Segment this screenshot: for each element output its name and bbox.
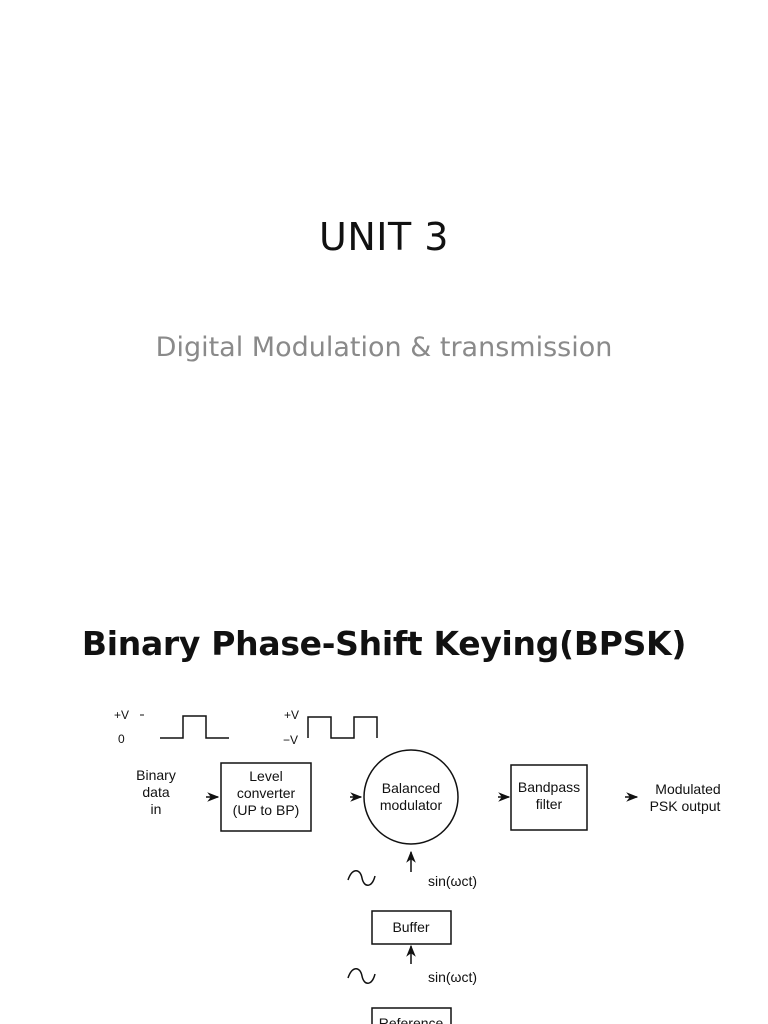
slide-bpsk: Binary Phase-Shift Keying(BPSK) +V 0 +V …	[0, 576, 768, 1024]
svg-text:PSK output: PSK output	[650, 798, 721, 814]
level-converter-block: Level converter (UP to BP)	[220, 762, 312, 832]
svg-text:Buffer: Buffer	[392, 919, 429, 935]
bipolar-pulse	[307, 716, 378, 739]
binary-data-in-label: Binary data in	[136, 767, 176, 817]
slide-subtitle: Digital Modulation & transmission	[155, 332, 613, 363]
svg-text:data: data	[142, 784, 169, 800]
svg-text:(UP to BP): (UP to BP)	[233, 802, 300, 818]
svg-text:Binary: Binary	[136, 767, 176, 783]
svg-text:filter: filter	[536, 796, 563, 812]
bpsk-block-diagram: +V 0 +V −V Binary data in Level converte…	[114, 708, 721, 1024]
buffer-block: Buffer	[371, 910, 452, 945]
sine-wave-icon	[347, 968, 376, 984]
bipolar-high-label: +V	[284, 708, 299, 722]
unipolar-waveform: +V 0	[114, 708, 229, 746]
svg-text:modulator: modulator	[380, 797, 443, 813]
bandpass-filter-block: Bandpass filter	[510, 764, 588, 831]
bipolar-waveform: +V −V	[283, 708, 378, 747]
balanced-modulator-block: Balanced modulator	[363, 749, 459, 845]
slide-title: UNIT 3	[319, 215, 449, 259]
unipolar-low-label: 0	[118, 732, 125, 746]
svg-text:Reference: Reference	[379, 1015, 444, 1024]
unipolar-pulse	[160, 715, 229, 739]
svg-text:Level: Level	[249, 768, 282, 784]
svg-text:Bandpass: Bandpass	[518, 779, 580, 795]
slide-unit-3: UNIT 3 Digital Modulation & transmission	[155, 215, 613, 363]
svg-text:in: in	[151, 801, 162, 817]
slide-title: Binary Phase-Shift Keying(BPSK)	[81, 624, 687, 663]
svg-text:converter: converter	[237, 785, 296, 801]
unipolar-high-label: +V	[114, 708, 129, 722]
modulated-psk-output-label: Modulated PSK output	[650, 781, 721, 814]
sine-wave-icon	[347, 870, 376, 886]
bipolar-low-label: −V	[283, 733, 298, 747]
carrier-label: sin(ωct)	[428, 969, 477, 985]
carrier-label: sin(ωct)	[428, 873, 477, 889]
reference-block: Reference	[371, 1007, 452, 1024]
svg-text:Modulated: Modulated	[655, 781, 720, 797]
svg-text:Balanced: Balanced	[382, 780, 440, 796]
